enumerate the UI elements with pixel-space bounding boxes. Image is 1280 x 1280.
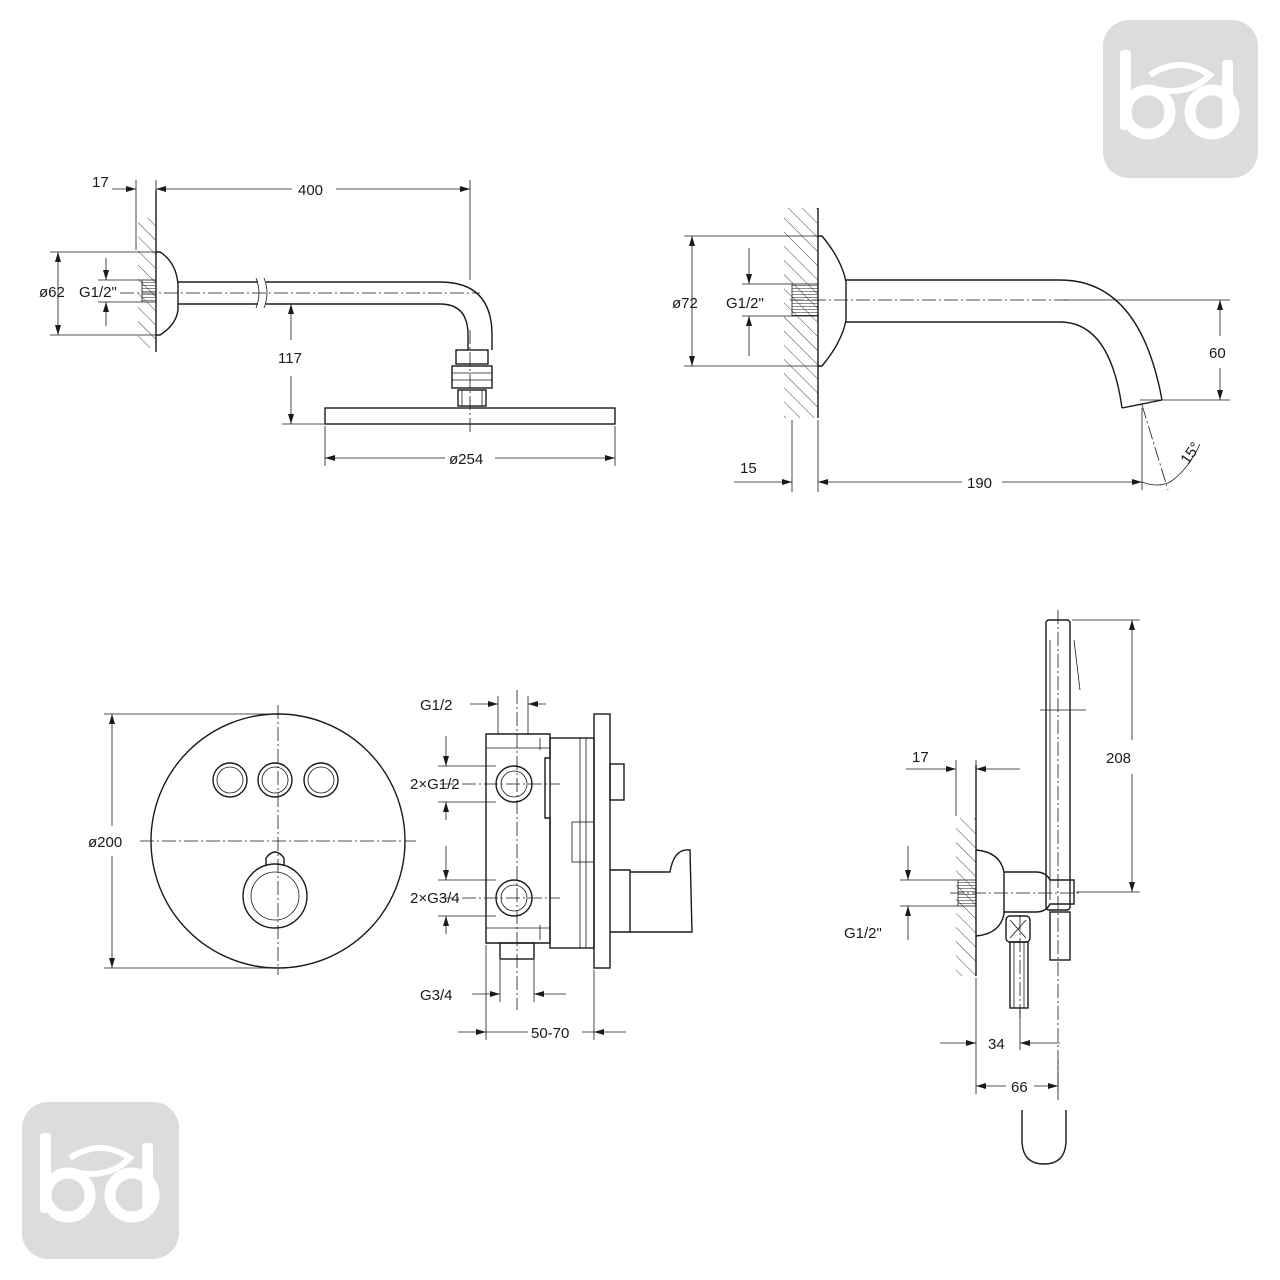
top-inlet-label: G1/2 xyxy=(420,697,453,714)
outlets-label: 2×G1/2 xyxy=(410,776,460,793)
mixer-front-drawing: ø200 xyxy=(88,705,416,975)
button-3 xyxy=(303,762,339,798)
spout-thread-label: G1/2" xyxy=(726,295,764,312)
spout-outlet-height-label: 60 xyxy=(1209,345,1226,362)
hand-wall-offset-label: 17 xyxy=(912,749,929,766)
shower-arm-drawing: 17 400 ø62 G1/2" 117 ø254 xyxy=(39,174,616,468)
mixer-side-drawing: G1/2 2×G1/2 2×G3/4 G3/4 50-70 xyxy=(410,690,693,1042)
spout-wall-offset-label: 15 xyxy=(740,460,757,477)
arm-drop-label: 117 xyxy=(278,350,302,367)
arm-length-label: 400 xyxy=(298,182,323,199)
hand-total-projection-label: 66 xyxy=(1011,1079,1028,1096)
inlets-label: 2×G3/4 xyxy=(410,890,460,907)
brand-logo-top-right xyxy=(1103,20,1258,178)
hand-length-label: 208 xyxy=(1106,750,1131,767)
spout-drawing: ø72 G1/2" 60 15 190 15° xyxy=(672,208,1230,492)
depth-range-label: 50-70 xyxy=(531,1025,569,1042)
spout-angle-label: 15° xyxy=(1177,439,1204,467)
spout-reach-label: 190 xyxy=(967,475,992,492)
thermostat-knob xyxy=(242,851,308,929)
button-1 xyxy=(212,762,248,798)
hand-shower-drawing: 17 208 G1/2" 34 66 xyxy=(844,610,1140,1165)
brand-logo-bottom-left xyxy=(22,1102,179,1259)
hand-outlet-projection-label: 34 xyxy=(988,1036,1005,1053)
arm-wall-offset-label: 17 xyxy=(92,174,109,191)
head-diameter-label: ø254 xyxy=(449,451,483,468)
plate-diameter-label: ø200 xyxy=(88,834,122,851)
spout-flange-diameter-label: ø72 xyxy=(672,295,698,312)
hand-thread-label: G1/2" xyxy=(844,925,882,942)
bottom-inlet-label: G3/4 xyxy=(420,987,453,1004)
arm-thread-label: G1/2" xyxy=(79,284,117,301)
button-2 xyxy=(257,762,293,798)
arm-flange-diameter-label: ø62 xyxy=(39,284,65,301)
